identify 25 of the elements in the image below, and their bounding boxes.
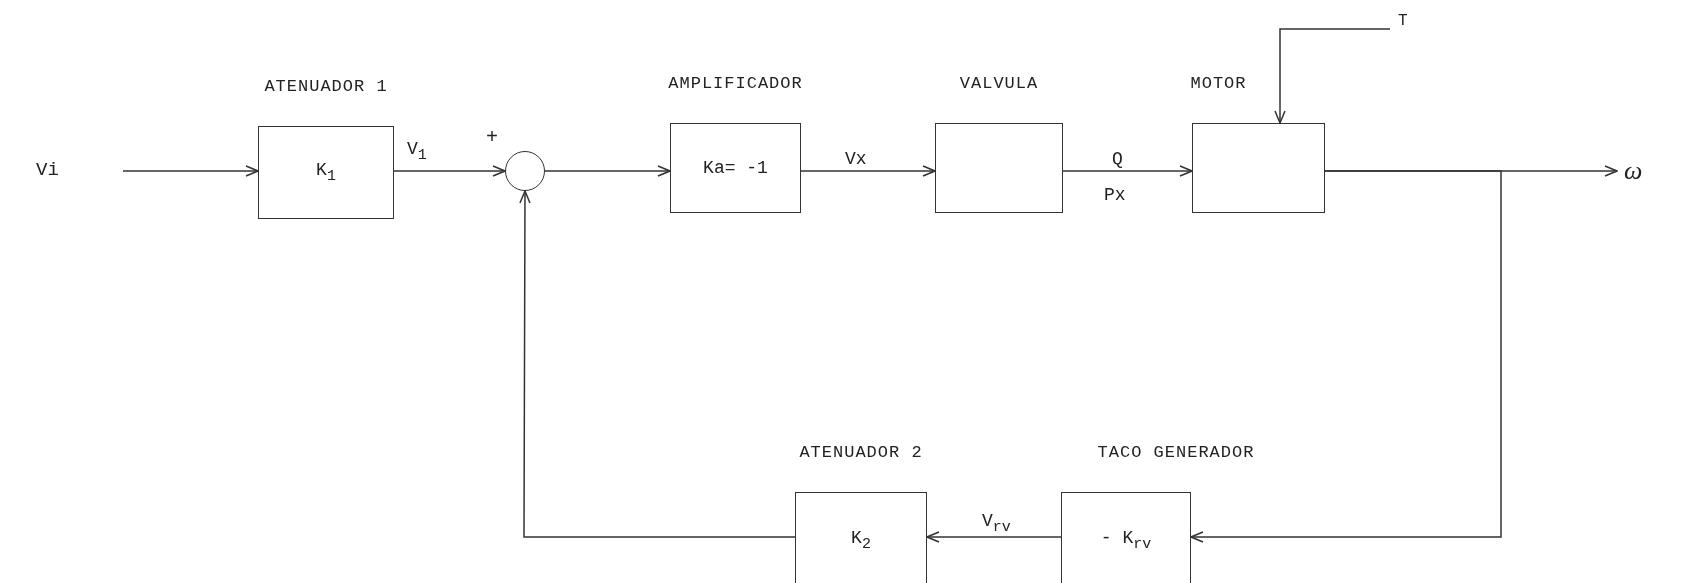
gain-text: - K$_{rv}$ [1100, 527, 1152, 553]
sign-label: + [486, 128, 498, 148]
signal-label: T [1398, 13, 1408, 29]
signal-label: ω [1624, 158, 1643, 184]
signal-arrow [800, 165, 936, 177]
signal-arrow [544, 165, 671, 177]
edge-label: Q [1112, 150, 1123, 168]
block-title: TACO GENERADOR [1097, 443, 1255, 462]
signal-label: Vi [36, 161, 59, 180]
gain-text: Ka= -1 [703, 158, 768, 178]
block-title: MOTOR [1190, 74, 1247, 93]
signal-arrow [1274, 28, 1391, 124]
signal-arrow [122, 165, 259, 177]
summing-junction [505, 151, 545, 191]
block-title: AMPLIFICADOR [668, 74, 803, 93]
signal-arrow [926, 531, 1062, 543]
block-title: ATENUADOR 2 [799, 443, 923, 462]
signal-arrow [1062, 165, 1193, 177]
block-title: VALVULA [959, 74, 1039, 93]
signal-arrow [393, 165, 506, 177]
gain-text: K$_{1}$ [316, 160, 336, 185]
signal-arrow [1190, 170, 1502, 543]
signal-arrow [519, 190, 796, 538]
block-title: ATENUADOR 1 [264, 77, 388, 96]
gain-text: K$_{2}$ [851, 527, 871, 553]
